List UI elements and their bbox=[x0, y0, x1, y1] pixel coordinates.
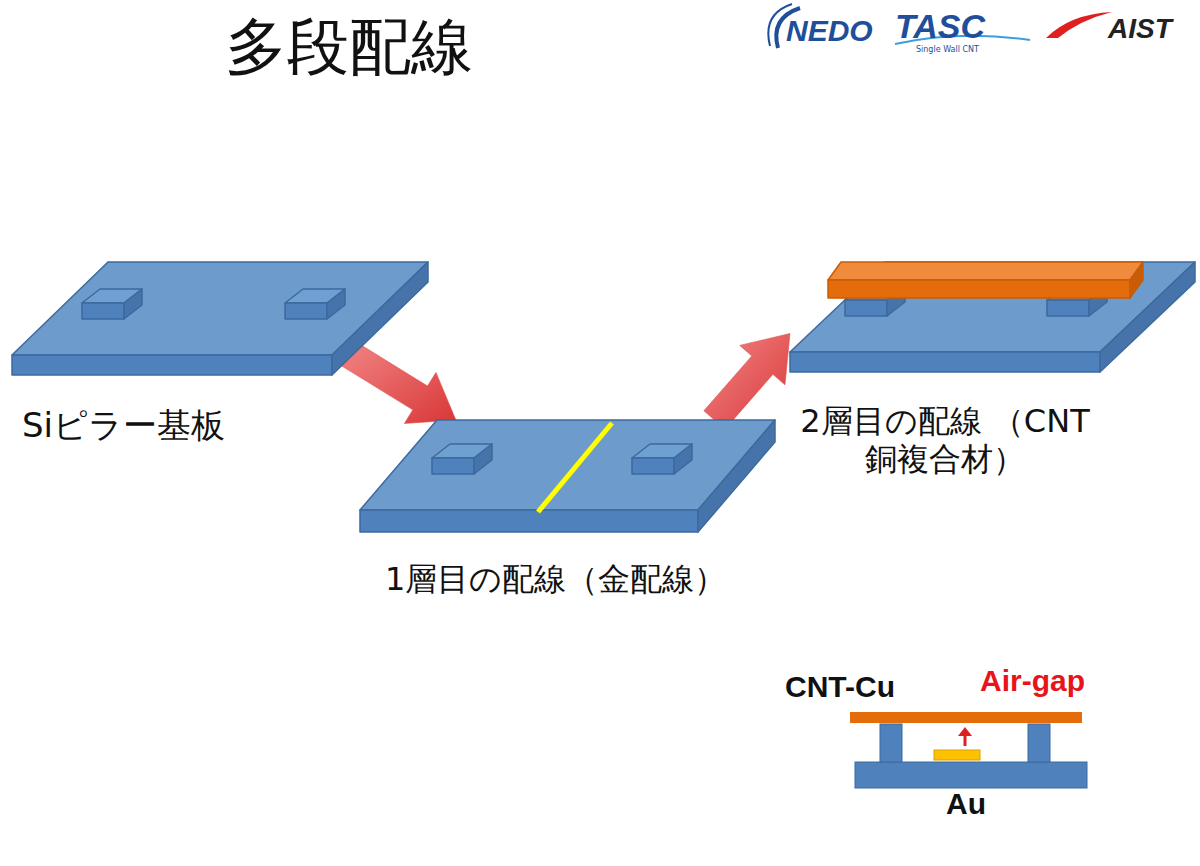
slab-caption: Siピラー基板 bbox=[22, 405, 225, 446]
air-gap-arrowhead bbox=[958, 727, 972, 736]
part-label: Air-gap bbox=[980, 664, 1085, 697]
flow-arrow bbox=[339, 340, 456, 423]
logo-swoosh bbox=[1046, 12, 1112, 38]
part-label: Au bbox=[946, 787, 986, 820]
diagram-title: 多段配線 bbox=[225, 10, 473, 84]
logo-text: NEDO bbox=[786, 14, 873, 47]
part-label: CNT-Cu bbox=[785, 670, 895, 703]
logo-subtext: Single Wall CNT bbox=[916, 46, 979, 55]
slab-caption: 1層目の配線（金配線） bbox=[385, 560, 726, 598]
cross-au-line bbox=[934, 750, 980, 760]
logo-text: TASC bbox=[895, 8, 985, 45]
slab-caption: 2層目の配線 （CNT銅複合材） bbox=[795, 402, 1095, 479]
layer-slab: 2層目の配線 （CNT銅複合材） bbox=[790, 262, 1197, 372]
layer-slab: 1層目の配線（金配線） bbox=[360, 420, 777, 532]
layer-slab: Siピラー基板 bbox=[12, 262, 430, 375]
logo-text: AIST bbox=[1108, 14, 1172, 45]
cross-pillar bbox=[880, 724, 902, 762]
cross-pillar bbox=[1028, 724, 1050, 762]
cross-base bbox=[855, 762, 1087, 788]
flow-arrow bbox=[704, 334, 790, 430]
cross-cnt-cu-bar bbox=[850, 712, 1082, 723]
